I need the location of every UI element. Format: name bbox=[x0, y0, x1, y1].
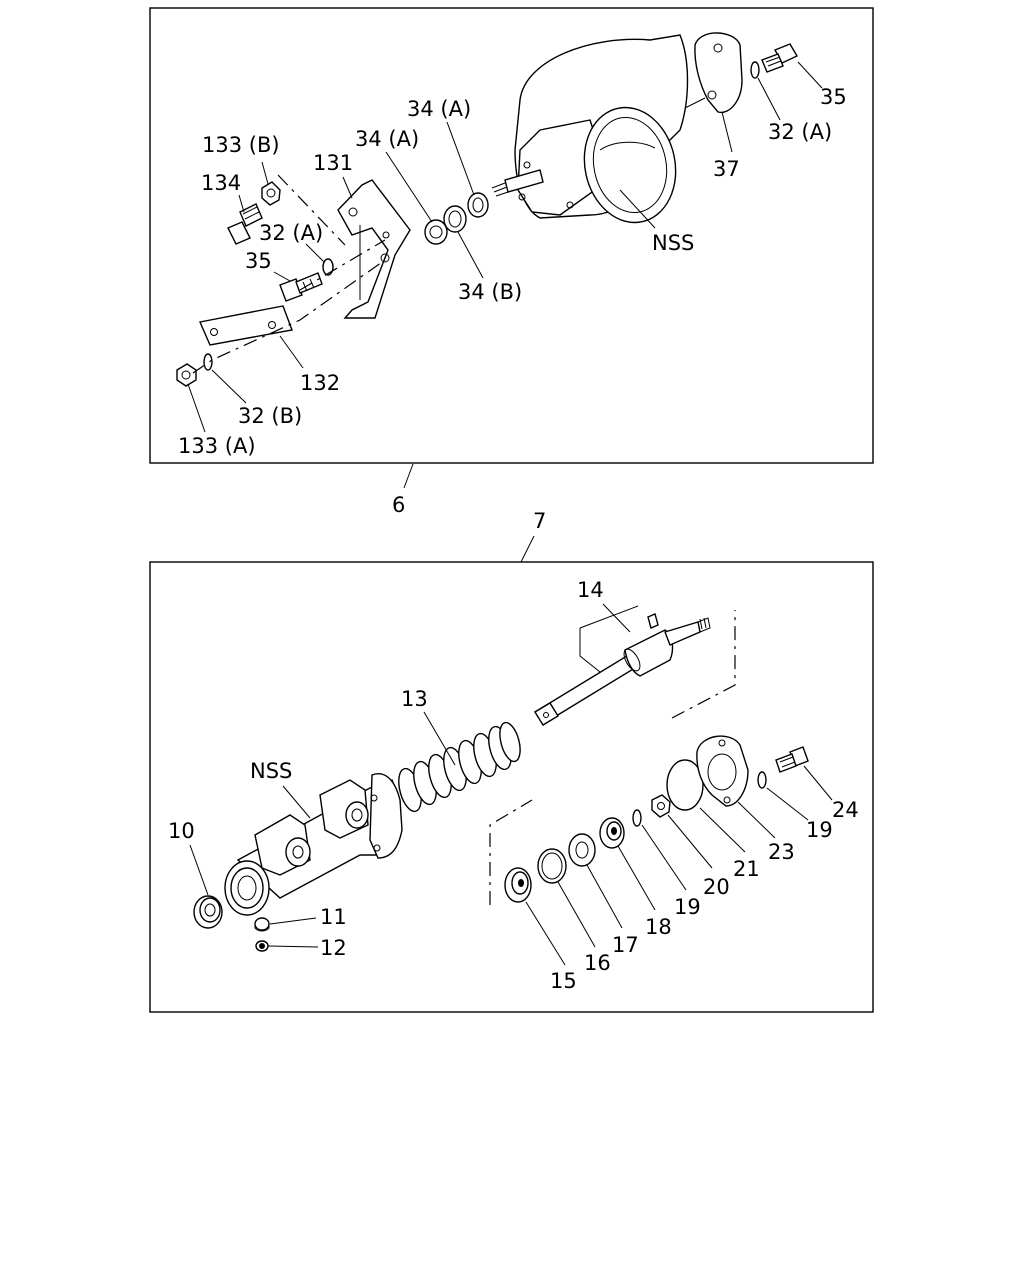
bolt-24 bbox=[775, 746, 809, 773]
lower-panel: 14 13 NSS 10 11 12 24 19 23 21 20 19 18 … bbox=[149, 561, 874, 1013]
label-17: 17 bbox=[612, 933, 639, 957]
label-23: 23 bbox=[768, 840, 795, 864]
nut-133b bbox=[261, 181, 281, 206]
label-24: 24 bbox=[832, 798, 859, 822]
master-cylinder-nss bbox=[224, 773, 403, 916]
boot-10 bbox=[193, 895, 223, 929]
label-15: 15 bbox=[550, 969, 577, 993]
washers-34 bbox=[424, 192, 489, 245]
label-16: 16 bbox=[584, 951, 611, 975]
washer-32a-mid bbox=[322, 258, 334, 276]
label-13: 13 bbox=[401, 687, 428, 711]
gasket-37 bbox=[684, 32, 743, 114]
centerline-mid bbox=[299, 239, 386, 291]
ring-16 bbox=[537, 848, 567, 884]
label-11: 11 bbox=[320, 905, 347, 929]
label-32a-top: 32 (A) bbox=[768, 120, 832, 144]
nut-20 bbox=[651, 794, 671, 818]
label-10: 10 bbox=[168, 819, 195, 843]
label-131: 131 bbox=[313, 151, 353, 175]
clip-19-lower bbox=[632, 809, 642, 827]
washer-32a-top bbox=[750, 61, 760, 79]
label-19-lower: 19 bbox=[674, 895, 701, 919]
bolt-35-top bbox=[761, 43, 798, 73]
part-11 bbox=[254, 917, 270, 932]
piston-cup-15 bbox=[504, 867, 532, 903]
label-34a-left: 34 (A) bbox=[355, 127, 419, 151]
bolt-35-mid bbox=[279, 272, 323, 302]
label-18: 18 bbox=[645, 915, 672, 939]
label-34b: 34 (B) bbox=[458, 280, 522, 304]
label-32a-mid: 32 (A) bbox=[259, 221, 323, 245]
label-37: 37 bbox=[713, 157, 740, 181]
label-34a-right: 34 (A) bbox=[407, 97, 471, 121]
label-nss-lower: NSS bbox=[250, 759, 292, 783]
centerline-upper bbox=[277, 174, 346, 246]
callout-6: 6 bbox=[392, 493, 405, 517]
centerline-stack bbox=[489, 799, 533, 905]
callout-6-leader bbox=[403, 463, 414, 489]
housing-nss bbox=[491, 34, 689, 224]
label-133a: 133 (A) bbox=[178, 434, 256, 458]
bolt-134 bbox=[227, 203, 263, 245]
oring-21 bbox=[666, 759, 704, 811]
label-134: 134 bbox=[201, 171, 241, 195]
label-21: 21 bbox=[733, 857, 760, 881]
upper-panel: 35 32 (A) 37 34 (A) 34 (A) 34 (B) NSS 13… bbox=[149, 7, 874, 464]
label-32b: 32 (B) bbox=[238, 404, 302, 428]
bracket-131 bbox=[337, 179, 411, 319]
label-14: 14 bbox=[577, 578, 604, 602]
plate-132 bbox=[199, 305, 293, 346]
seal-18 bbox=[599, 817, 625, 849]
spring-13 bbox=[398, 721, 521, 813]
label-35-mid: 35 bbox=[245, 249, 272, 273]
clip-19-upper bbox=[757, 771, 767, 789]
label-nss-upper: NSS bbox=[652, 231, 694, 255]
cover-23 bbox=[696, 735, 749, 807]
label-35-top: 35 bbox=[820, 85, 847, 109]
label-12: 12 bbox=[320, 936, 347, 960]
callout-7-leader bbox=[520, 535, 535, 563]
label-20: 20 bbox=[703, 875, 730, 899]
centerline-lower bbox=[192, 259, 386, 374]
label-132: 132 bbox=[300, 371, 340, 395]
label-133b: 133 (B) bbox=[202, 133, 280, 157]
lower-panel-frame bbox=[149, 561, 874, 1013]
upper-panel-frame bbox=[149, 7, 874, 464]
centerline-14 bbox=[671, 610, 736, 719]
label-19-upper: 19 bbox=[806, 818, 833, 842]
part-12 bbox=[255, 940, 269, 952]
pushrod-14 bbox=[534, 613, 711, 726]
nut-133a bbox=[176, 363, 197, 387]
callout-7: 7 bbox=[533, 509, 546, 533]
washer-32b bbox=[203, 353, 213, 371]
washer-17 bbox=[568, 833, 596, 867]
